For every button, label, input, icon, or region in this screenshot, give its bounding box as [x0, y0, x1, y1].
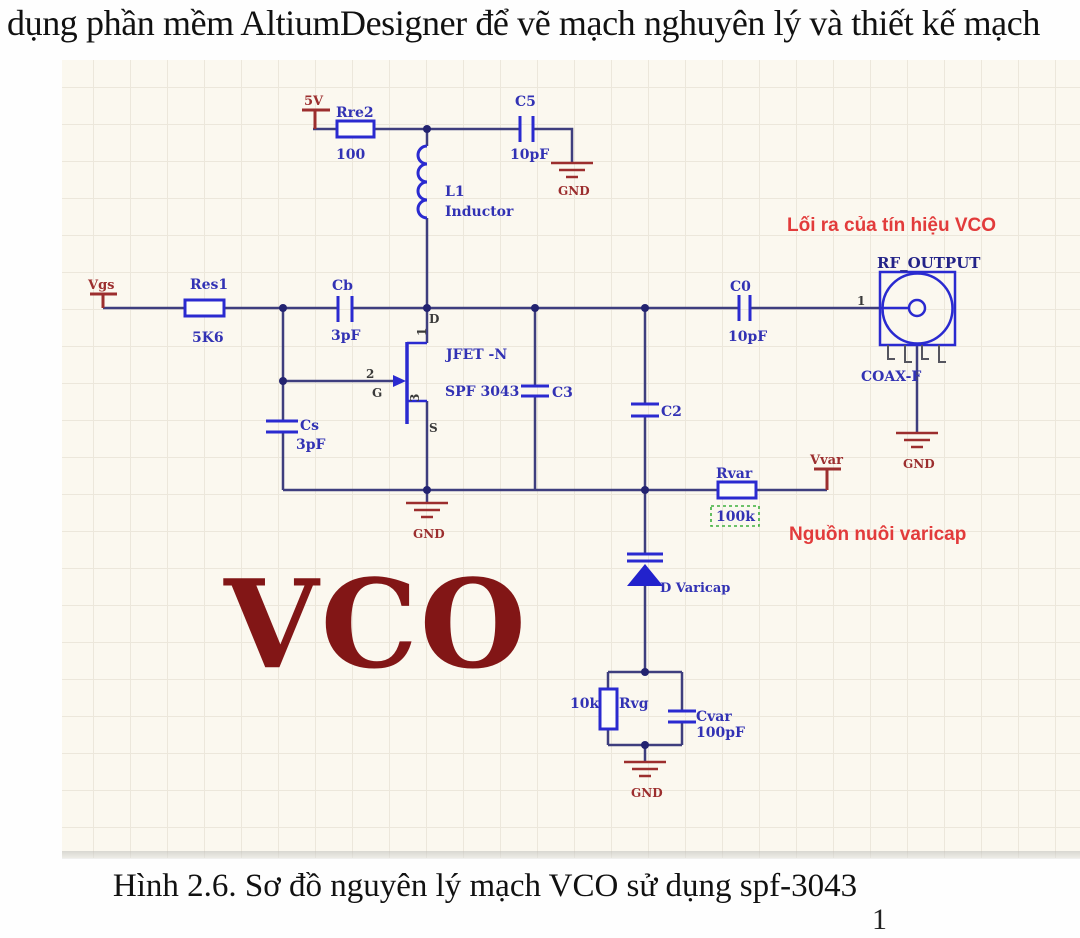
rvar-ref: Rvar — [716, 466, 753, 482]
body-text-line: dụng phần mềm AltiumDesigner để vẽ mạch … — [7, 3, 1040, 43]
rvar-value-selection — [710, 505, 760, 527]
rre2-value: 100 — [336, 147, 365, 163]
jfet-pin-d: D — [429, 312, 439, 326]
power-port-vvar — [814, 467, 841, 490]
capacitor-c5 — [518, 116, 535, 142]
vgs-label: Vgs — [87, 278, 115, 293]
l1-ref: L1 — [445, 184, 465, 200]
cvar-ref: Cvar — [696, 709, 732, 725]
rvg-ref: Rvg — [619, 696, 649, 712]
l1-value: Inductor — [445, 204, 514, 220]
cb-ref: Cb — [332, 278, 353, 294]
junction-dots — [279, 125, 649, 749]
resistor-rvg — [598, 687, 619, 731]
wire-c5-to-gnd — [533, 127, 574, 163]
coax-ref: RF_OUTPUT — [877, 254, 981, 272]
page-number: 1 — [872, 903, 887, 936]
coax-pin-number: 1 — [857, 294, 865, 308]
gnd-label-rc: GND — [631, 786, 663, 800]
gnd-symbol-coax — [896, 431, 938, 449]
power-port-vgs — [90, 292, 117, 308]
rvg-value: 10k — [570, 696, 599, 712]
cs-ref: Cs — [300, 418, 319, 434]
coax-center-pin — [907, 298, 927, 318]
gnd-symbol-c5 — [551, 161, 593, 179]
jfet-pin-s: S — [429, 421, 438, 435]
varicap-symbol — [627, 552, 663, 586]
coax-footprint: COAX-F — [861, 369, 921, 385]
c0-value: 10pF — [728, 329, 767, 345]
schematic-canvas — [62, 60, 1080, 858]
c5-ref: C5 — [515, 94, 536, 110]
inductor-l1 — [416, 144, 428, 220]
resistor-res1 — [183, 298, 226, 318]
resistor-rvar — [716, 480, 758, 500]
coax-connector — [878, 270, 957, 363]
varicap-triangle — [627, 564, 663, 586]
gnd-label-source: GND — [413, 527, 445, 541]
c2-ref: C2 — [661, 404, 682, 420]
capacitor-c3 — [521, 384, 549, 398]
capacitor-cb — [336, 296, 354, 322]
vvar-label: Vvar — [809, 453, 843, 468]
figure-caption: Hình 2.6. Sơ đồ nguyên lý mạch VCO sử dụ… — [112, 868, 858, 904]
capacitor-cvar — [668, 709, 696, 724]
capacitor-cs — [266, 419, 298, 434]
rre2-ref: Rre2 — [336, 105, 374, 121]
res1-ref: Res1 — [190, 277, 228, 293]
varicap-ref: D Varicap — [660, 581, 730, 596]
gnd-label-coax: GND — [903, 457, 935, 471]
rvar-value: 100k — [716, 509, 755, 525]
jfet-pin-num3: 3 — [408, 394, 422, 402]
capacitor-c2 — [631, 402, 659, 418]
cb-value: 3pF — [331, 328, 361, 344]
c5-value: 10pF — [510, 147, 549, 163]
jfet-pin-num1: 1 — [415, 328, 429, 336]
c0-ref: C0 — [730, 279, 751, 295]
jfet-part: SPF 3043 — [445, 384, 519, 400]
cvar-value: 100pF — [696, 725, 745, 741]
varicap-annotation: Nguồn nuôi varicap — [789, 524, 966, 545]
jfet-symbol — [393, 341, 427, 424]
schematic-bottom-edge — [62, 851, 1080, 859]
jfet-type: JFET -N — [444, 347, 507, 363]
gnd-label-c5: GND — [558, 184, 590, 198]
resistor-rre2 — [335, 119, 376, 139]
power-port-5v — [302, 108, 330, 129]
coax-shield-stubs — [887, 345, 946, 363]
jfet-pin-num2: 2 — [366, 367, 374, 381]
gnd-symbol-rc — [624, 760, 666, 778]
capacitor-c0 — [737, 295, 752, 321]
res1-value: 5K6 — [192, 330, 224, 346]
output-annotation: Lối ra của tín hiệu VCO — [787, 215, 996, 236]
cs-value: 3pF — [296, 437, 326, 453]
vco-watermark: VCO — [223, 552, 528, 696]
jfet-gate-arrow — [393, 375, 406, 387]
5v-label: 5V — [304, 94, 324, 109]
jfet-pin-g: G — [372, 386, 382, 400]
c3-ref: C3 — [552, 385, 573, 401]
gnd-symbol-source — [406, 501, 448, 519]
